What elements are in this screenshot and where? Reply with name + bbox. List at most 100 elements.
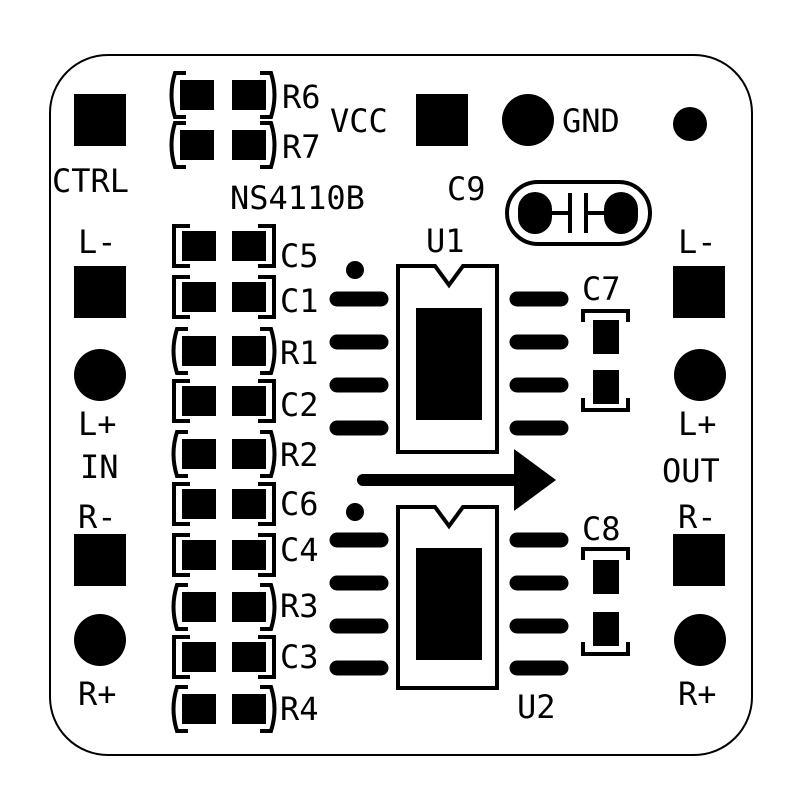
c2-outline bbox=[172, 379, 276, 423]
r2-outline bbox=[171, 430, 277, 478]
gnd-pad[interactable] bbox=[502, 94, 554, 146]
c6-label: C6 bbox=[280, 485, 319, 523]
r3-outline bbox=[171, 583, 277, 631]
r6-pad-right bbox=[232, 80, 266, 110]
r3-pad-left bbox=[182, 592, 216, 622]
in-r-plus-label: R+ bbox=[78, 675, 117, 713]
out-r-plus-pad[interactable] bbox=[674, 614, 726, 666]
capacitor-c3 bbox=[172, 635, 276, 679]
c9-outline bbox=[505, 180, 652, 246]
out-l-minus-label: L- bbox=[678, 223, 717, 261]
resistor-r1 bbox=[171, 327, 277, 375]
capacitor-c6 bbox=[172, 482, 276, 526]
u1-thermal-pad bbox=[416, 308, 482, 420]
r2-pad-left bbox=[182, 439, 216, 469]
r7-pad-right bbox=[232, 130, 266, 160]
r1-pad-right bbox=[232, 336, 266, 366]
r1-label: R1 bbox=[280, 334, 319, 372]
r3-pad-right bbox=[232, 592, 266, 622]
vcc-label: VCC bbox=[330, 102, 388, 140]
c3-pad-left bbox=[182, 642, 216, 672]
u1-body bbox=[396, 264, 499, 454]
out-r-minus-label: R- bbox=[678, 498, 717, 536]
out-l-plus-pad[interactable] bbox=[674, 349, 726, 401]
in-label: IN bbox=[80, 448, 119, 486]
c1-pad-right bbox=[232, 282, 266, 312]
capacitor-c4 bbox=[172, 533, 276, 577]
c4-outline bbox=[172, 533, 276, 577]
c1-outline bbox=[172, 275, 276, 319]
capacitor-c9 bbox=[505, 180, 652, 246]
c4-pad-right bbox=[232, 540, 266, 570]
ctrl-pad[interactable] bbox=[74, 94, 126, 146]
c3-pad-right bbox=[232, 642, 266, 672]
u1-pins-right bbox=[509, 291, 569, 436]
c8-pad-top bbox=[593, 560, 619, 594]
arrow-right-icon bbox=[357, 449, 556, 511]
c6-pad-left bbox=[182, 489, 216, 519]
mounting-hole bbox=[673, 107, 707, 141]
in-l-plus-pad[interactable] bbox=[74, 349, 126, 401]
u2-label: U2 bbox=[517, 688, 556, 726]
board-outline bbox=[49, 54, 753, 756]
c2-pad-left bbox=[182, 386, 216, 416]
c8-label: C8 bbox=[582, 510, 621, 548]
capacitor-c1 bbox=[172, 275, 276, 319]
c5-pad-left bbox=[182, 231, 216, 261]
r1-pad-left bbox=[182, 336, 216, 366]
c5-label: C5 bbox=[280, 237, 319, 275]
u1-pins-left bbox=[329, 291, 389, 436]
r4-pad-left bbox=[182, 694, 216, 724]
capacitor-c2 bbox=[172, 379, 276, 423]
u2-thermal-pad bbox=[416, 548, 482, 660]
c7-pad-top bbox=[593, 320, 619, 354]
c9-label: C9 bbox=[447, 170, 486, 208]
u1-pin1-dot bbox=[346, 261, 364, 279]
c7-outline bbox=[581, 309, 630, 412]
in-r-minus-pad[interactable] bbox=[74, 534, 126, 586]
r6-outline bbox=[169, 71, 277, 119]
r4-pad-right bbox=[232, 694, 266, 724]
c3-label: C3 bbox=[280, 638, 319, 676]
r6-pad-left bbox=[180, 80, 214, 110]
c1-label: C1 bbox=[280, 282, 319, 320]
chip-name-label: NS4110B bbox=[230, 179, 365, 217]
u2-pin1-dot bbox=[346, 503, 364, 521]
r6-label: R6 bbox=[282, 78, 321, 116]
c5-outline bbox=[172, 224, 276, 268]
u2-pins-left bbox=[329, 532, 389, 676]
r4-label: R4 bbox=[280, 690, 319, 728]
c8-pad-bottom bbox=[593, 612, 619, 646]
out-r-plus-label: R+ bbox=[678, 675, 717, 713]
in-l-minus-pad[interactable] bbox=[74, 266, 126, 318]
c1-pad-left bbox=[182, 282, 216, 312]
resistor-r2 bbox=[171, 430, 277, 478]
c2-pad-right bbox=[232, 386, 266, 416]
out-l-plus-label: L+ bbox=[678, 405, 717, 443]
capacitor-c7 bbox=[581, 309, 630, 412]
in-r-minus-label: R- bbox=[78, 498, 117, 536]
vcc-pad[interactable] bbox=[416, 94, 468, 146]
resistor-r7 bbox=[169, 121, 277, 169]
c4-pad-left bbox=[182, 540, 216, 570]
c9-pad-left bbox=[518, 192, 552, 234]
out-r-minus-pad[interactable] bbox=[673, 534, 725, 586]
c3-outline bbox=[172, 635, 276, 679]
c6-outline bbox=[172, 482, 276, 526]
c9-pad-right bbox=[604, 192, 638, 234]
out-l-minus-pad[interactable] bbox=[673, 266, 725, 318]
resistor-r3 bbox=[171, 583, 277, 631]
in-r-plus-pad[interactable] bbox=[74, 614, 126, 666]
resistor-r6 bbox=[169, 71, 277, 119]
r4-outline bbox=[171, 685, 277, 733]
c6-pad-right bbox=[232, 489, 266, 519]
r7-pad-left bbox=[180, 130, 214, 160]
c2-label: C2 bbox=[280, 386, 319, 424]
c7-label: C7 bbox=[582, 270, 621, 308]
r7-label: R7 bbox=[282, 128, 321, 166]
in-l-plus-label: L+ bbox=[78, 405, 117, 443]
r3-label: R3 bbox=[280, 587, 319, 625]
c7-pad-bottom bbox=[593, 370, 619, 404]
c4-label: C4 bbox=[280, 531, 319, 569]
c5-pad-right bbox=[232, 231, 266, 261]
